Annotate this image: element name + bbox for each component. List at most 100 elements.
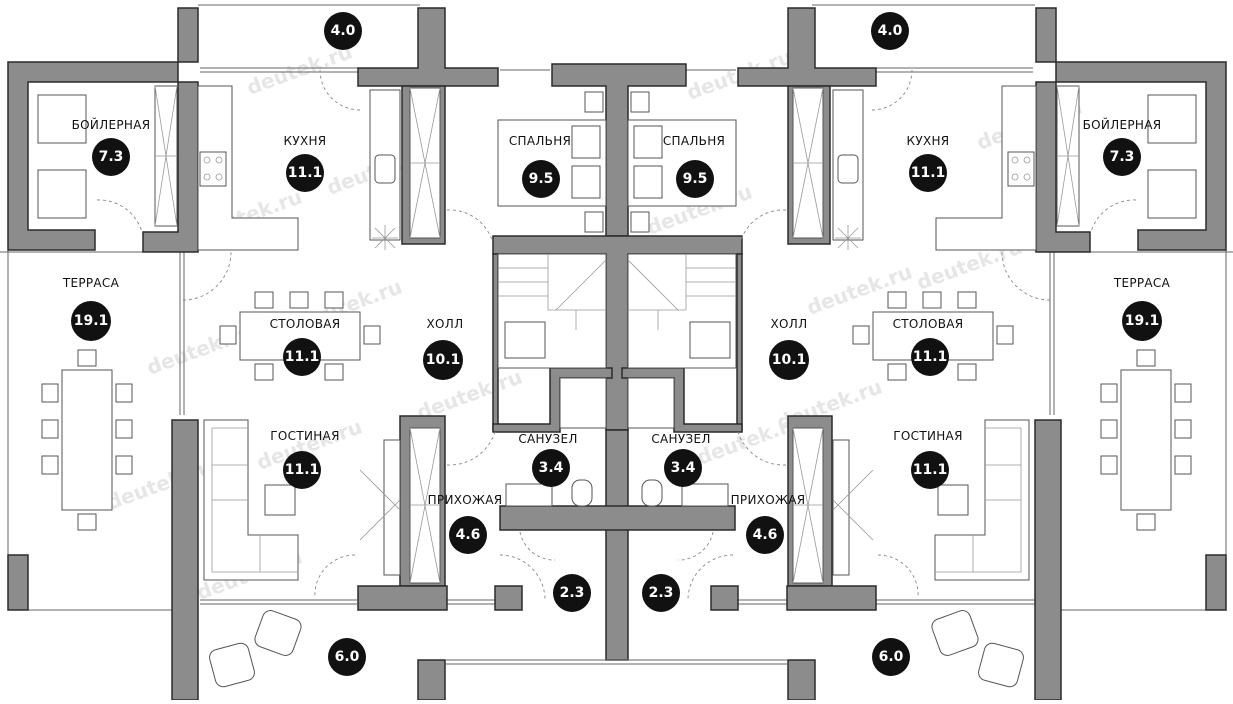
room-label: СПАЛЬНЯ	[663, 134, 725, 148]
area-value: 11.1	[285, 462, 320, 478]
chair	[41, 455, 59, 475]
watermark: deutek.ru	[144, 319, 256, 379]
wall	[357, 7, 499, 87]
nightstand	[584, 91, 604, 113]
area-badge	[324, 12, 362, 50]
room-label: ХОЛЛ	[427, 317, 464, 331]
toilet	[641, 479, 663, 507]
door-swing	[740, 209, 787, 241]
room-label: САНУЗЕЛ	[518, 432, 577, 446]
chair	[1174, 383, 1192, 403]
chair	[254, 363, 274, 381]
sink	[837, 154, 859, 184]
area-badge	[871, 12, 909, 50]
area-badge	[909, 154, 947, 192]
area-value: 4.6	[456, 527, 481, 543]
area-value: 11.1	[913, 349, 948, 365]
area-value: 7.3	[99, 149, 124, 165]
washbasin	[505, 483, 553, 507]
room-label: СПАЛЬНЯ	[509, 134, 571, 148]
area-badge	[328, 638, 366, 676]
area-value: 4.0	[331, 23, 356, 39]
chair	[1136, 513, 1156, 531]
room-label: КУХНЯ	[907, 134, 950, 148]
chair	[41, 419, 59, 439]
area-value: 4.0	[878, 23, 903, 39]
toilet	[571, 479, 593, 507]
nightstand	[630, 91, 650, 113]
chair	[1100, 455, 1118, 475]
nightstand	[584, 211, 604, 233]
boiler	[1147, 94, 1197, 144]
sink	[374, 154, 396, 184]
doors	[96, 69, 1137, 601]
area-value: 9.5	[529, 171, 554, 187]
wall	[492, 367, 613, 433]
armchair	[931, 610, 979, 656]
room-label: ТЕРРАСА	[62, 276, 120, 290]
room-label: КУХНЯ	[284, 134, 327, 148]
room-label: ПРИХОЖАЯ	[428, 493, 503, 507]
chair	[1174, 455, 1192, 475]
chair	[957, 291, 977, 309]
area-badge	[71, 301, 111, 341]
chair	[115, 419, 133, 439]
wall	[7, 554, 29, 611]
door-swing	[319, 69, 361, 111]
room-label: ТЕРРАСА	[1113, 276, 1171, 290]
area-badge	[449, 516, 487, 554]
area-value: 2.3	[560, 585, 585, 601]
wall	[1034, 419, 1062, 701]
shower	[627, 377, 675, 429]
chair	[1100, 419, 1118, 439]
wall	[492, 253, 499, 431]
area-value: 19.1	[1125, 313, 1160, 329]
chair	[77, 349, 97, 367]
area-value: 9.5	[683, 171, 708, 187]
door-swing	[871, 69, 913, 111]
chair	[115, 383, 133, 403]
chair	[363, 325, 381, 345]
area-badge	[92, 138, 130, 176]
chair	[289, 291, 309, 309]
chair	[324, 363, 344, 381]
wall	[171, 419, 199, 701]
room-label: ГОСТИНАЯ	[893, 429, 962, 443]
chair	[115, 455, 133, 475]
area-badge	[911, 451, 949, 489]
room-label: СТОЛОВАЯ	[270, 317, 341, 331]
pillow	[571, 125, 601, 159]
terrace-table	[61, 369, 113, 511]
area-badge	[676, 160, 714, 198]
coffee-table	[264, 484, 296, 516]
armchair	[978, 642, 1024, 688]
room-label: БОЙЛЕРНАЯ	[1083, 117, 1162, 132]
wall	[142, 81, 199, 253]
boiler	[37, 94, 87, 144]
door-swing	[182, 251, 232, 301]
door-swing	[314, 554, 356, 599]
area-badge	[522, 160, 560, 198]
wall	[1035, 7, 1227, 251]
room-label: ПРИХОЖАЯ	[731, 493, 806, 507]
armchair	[254, 610, 302, 656]
sofa	[203, 419, 299, 581]
cabinet	[504, 321, 546, 359]
area-value: 11.1	[911, 165, 946, 181]
door-swing	[519, 531, 556, 561]
wall	[494, 585, 523, 611]
wall	[7, 7, 199, 251]
area-value: 3.4	[539, 460, 564, 476]
chair	[1136, 349, 1156, 367]
area-value: 4.6	[753, 527, 778, 543]
area-badge	[872, 638, 910, 676]
door-swing	[499, 554, 546, 601]
room-label: СТОЛОВАЯ	[893, 317, 964, 331]
boiler	[1147, 169, 1197, 219]
area-value: 10.1	[426, 352, 461, 368]
room-label: ХОЛЛ	[771, 317, 808, 331]
chair	[957, 363, 977, 381]
room-annotations: 4.0 БОЙЛЕРНАЯ 7.3 КУХНЯ 11.1 СПАЛЬНЯ 9.5…	[62, 12, 1171, 676]
